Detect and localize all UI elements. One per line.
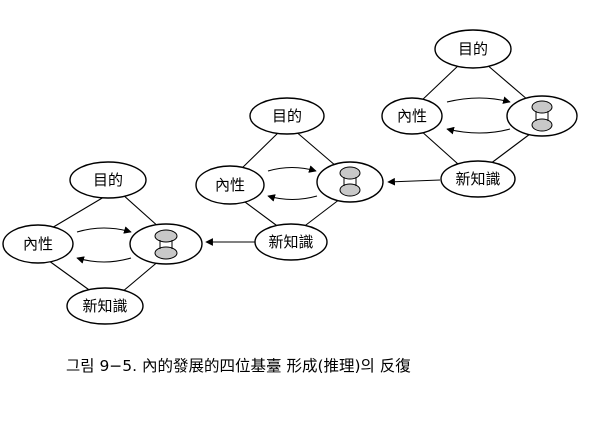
- node-purpose-label: 目的: [458, 40, 488, 58]
- arrow-inner-to-core: [267, 165, 317, 173]
- node-knowledge-label: 新知識: [268, 233, 313, 251]
- reasoning-core-icon: [154, 229, 178, 260]
- figure-caption: 그림 9−5. 內的發展的四位基臺 形成(推理)의 反復: [66, 357, 411, 375]
- diagram-unit-2: 目的 內性 新知識: [195, 97, 384, 261]
- arrow-core-to-inner: [446, 126, 511, 135]
- arrow-core-to-inner: [76, 256, 132, 264]
- node-purpose: 目的: [249, 97, 325, 135]
- node-knowledge-label: 新知識: [82, 297, 127, 315]
- node-knowledge-label: 新知識: [455, 170, 500, 188]
- node-inner: 內性: [381, 97, 443, 135]
- arrow-inner-to-core: [446, 96, 511, 104]
- node-knowledge: 新知識: [66, 287, 144, 325]
- diagram-unit-3: 目的 內性 新知識: [381, 29, 578, 198]
- node-inner-label: 內性: [215, 176, 245, 194]
- node-purpose: 目的: [434, 29, 512, 69]
- reasoning-core-icon: [531, 100, 553, 132]
- node-purpose: 目的: [69, 161, 147, 199]
- node-knowledge: 新知識: [254, 223, 328, 261]
- node-purpose-label: 目的: [272, 107, 302, 125]
- reasoning-core-icon: [339, 166, 361, 197]
- node-knowledge: 新知識: [440, 160, 516, 198]
- node-inner: 內性: [2, 224, 74, 264]
- diagram-unit-1: 目的 內性 新知識: [2, 161, 203, 325]
- node-core: [316, 161, 384, 203]
- node-core: [506, 95, 578, 137]
- node-inner-label: 內性: [23, 235, 53, 253]
- arrow-inner-to-core: [76, 226, 132, 234]
- node-inner: 內性: [195, 165, 265, 205]
- arrow-unit3-knowledge-to-unit2-core: [387, 177, 441, 186]
- node-purpose-label: 目的: [93, 171, 123, 189]
- node-inner-label: 內性: [397, 107, 427, 125]
- arrow-core-to-inner: [267, 194, 318, 202]
- node-core: [129, 223, 203, 265]
